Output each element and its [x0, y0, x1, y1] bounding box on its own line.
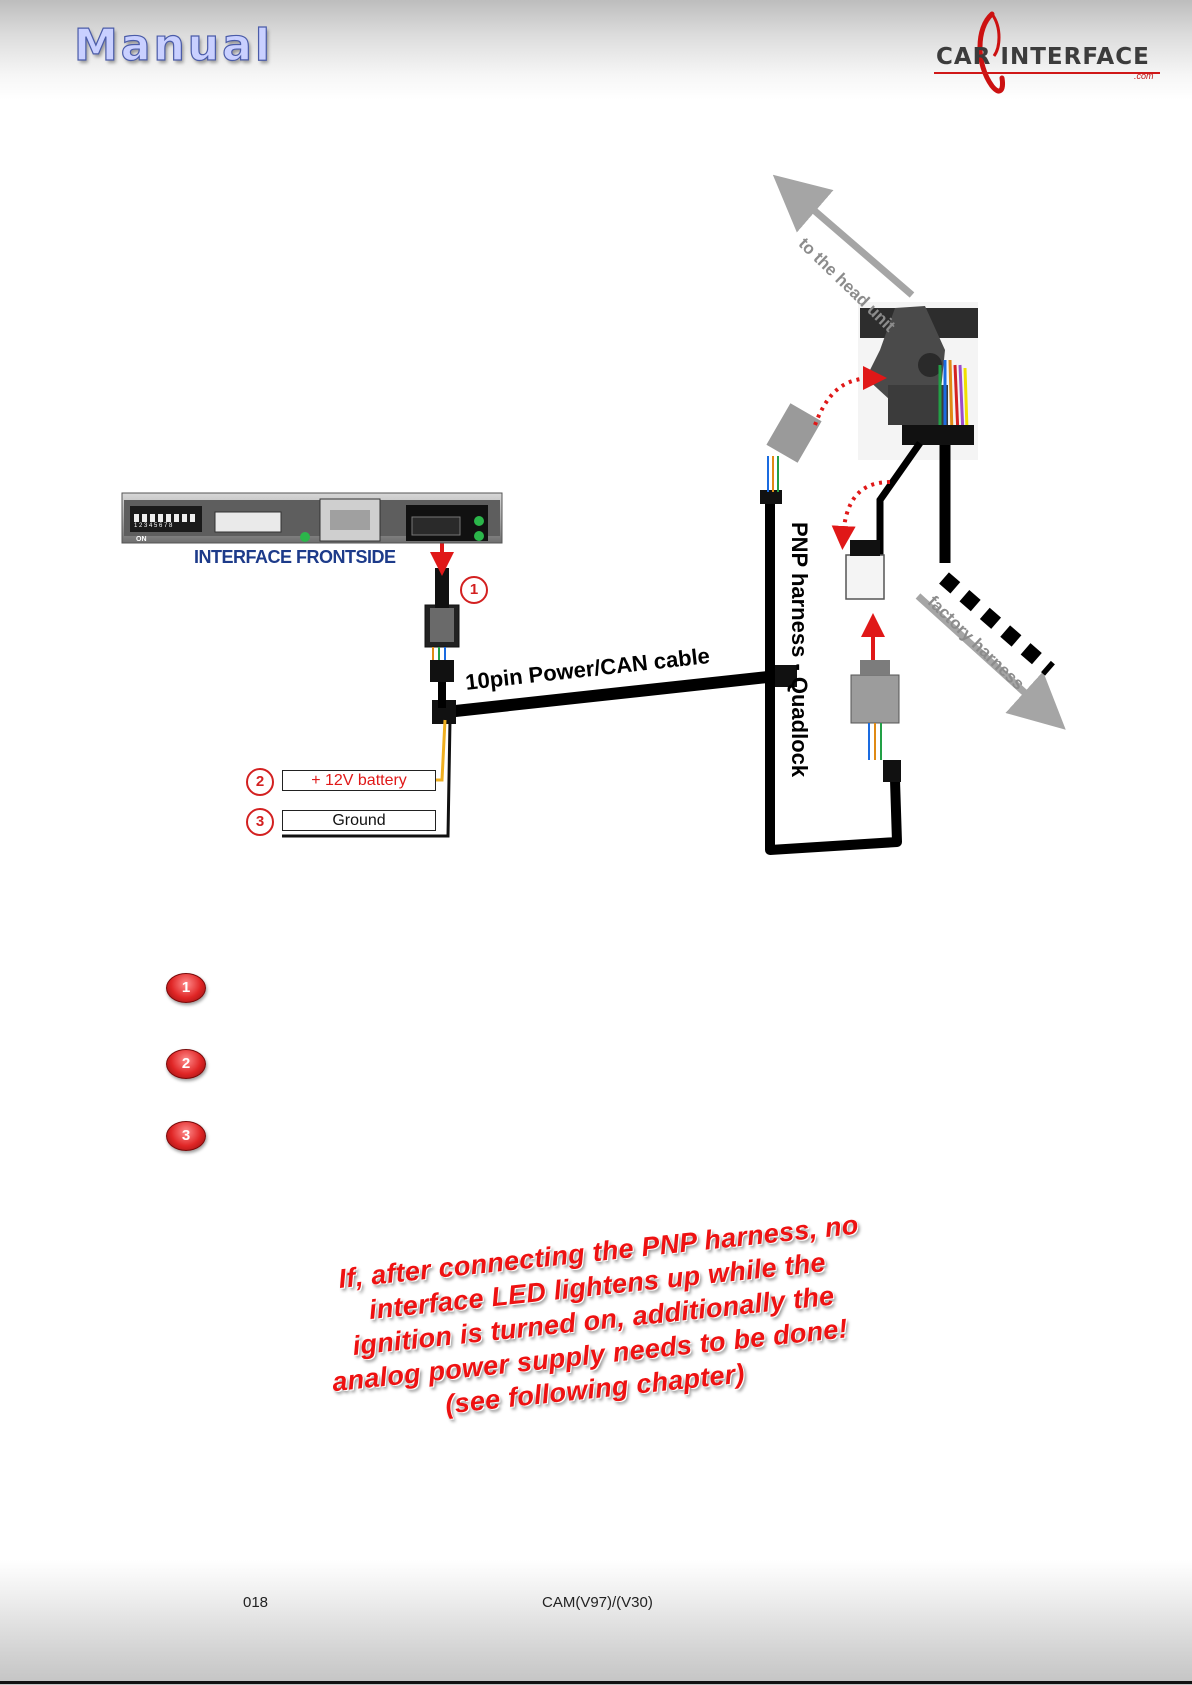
interface-plug: [424, 532, 460, 708]
footer-rule: [0, 1681, 1192, 1684]
wiring-diagram: to the head unit factory harness 10pin P…: [0, 160, 1192, 880]
warning-note: If, after connecting the PNP harness, no…: [292, 1204, 927, 1448]
red-dotted-arrow-down: [831, 480, 891, 550]
step-bullet-2: 2: [166, 1049, 206, 1079]
page-number: 018: [243, 1594, 269, 1611]
head-unit-arrow: [772, 174, 915, 298]
factory-harness-arrow: [915, 593, 1066, 730]
pnp-harness-label: PNP harness - Quadlock: [787, 522, 812, 778]
step-bullet-1: 1: [166, 973, 206, 1003]
power-can-cable: [436, 669, 787, 719]
wiring-diagram-graphics: [121, 174, 1066, 855]
logo-text: CAR INTERFACE: [936, 44, 1150, 70]
interface-module: [121, 492, 503, 544]
factory-harness-dashed: [939, 572, 1055, 676]
ground-wire: [282, 719, 452, 838]
marker-2: 2: [246, 768, 274, 796]
battery-label: + 12V battery: [282, 770, 436, 791]
marker-1: 1: [460, 576, 488, 604]
logo-domain: .com: [1134, 71, 1154, 81]
pnp-harness: [760, 403, 923, 855]
manual-title: Manual: [73, 19, 273, 71]
interface-frontside-label: INTERFACE FRONTSIDE: [194, 547, 396, 567]
logo-swoosh-icon: [977, 11, 1005, 94]
marker-3: 3: [246, 808, 274, 836]
car-interface-logo: CAR INTERFACE .com: [930, 8, 1170, 98]
dip-numbers: 1 2 3 4 5 6 7 8: [134, 523, 173, 529]
dip-label: ON: [136, 536, 147, 543]
footer-band: [0, 1560, 1192, 1685]
step-bullet-3: 3: [166, 1121, 206, 1151]
ground-label: Ground: [282, 810, 436, 831]
logo-underline: [934, 72, 1160, 74]
product-code: CAM(V97)/(V30): [542, 1594, 653, 1611]
